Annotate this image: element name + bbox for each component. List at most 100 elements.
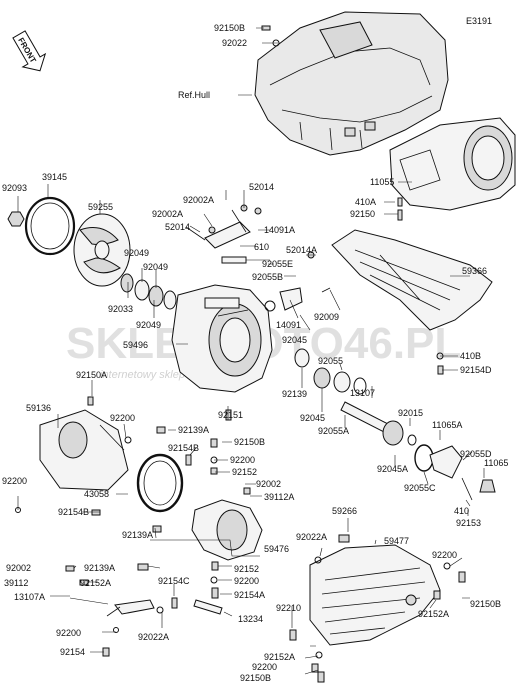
part-label: 59477 bbox=[384, 536, 409, 546]
part-label: 92150 bbox=[350, 209, 375, 219]
drive-shaft bbox=[340, 401, 417, 446]
pump-case bbox=[171, 284, 273, 393]
part-labels: E3191 92150B 92022 Ref.Hull 11055 410A 9… bbox=[2, 16, 508, 683]
part-label: 92045 bbox=[282, 335, 307, 345]
part-label: 14091A bbox=[264, 225, 295, 235]
part-label: 92049 bbox=[143, 262, 168, 272]
part-label: 410B bbox=[460, 351, 481, 361]
part-label: 92154B bbox=[58, 507, 89, 517]
leader-lines bbox=[17, 27, 485, 675]
part-label: 59266 bbox=[332, 506, 357, 516]
part-label: 92150B bbox=[234, 437, 265, 447]
part-label: 92154C bbox=[158, 576, 190, 586]
diagram-code: E3191 bbox=[466, 16, 492, 26]
hull-reference bbox=[254, 11, 449, 156]
steering-nozzle bbox=[191, 499, 263, 561]
part-label: 92049 bbox=[124, 248, 149, 258]
part-label: 92200 bbox=[432, 550, 457, 560]
part-label: 92150B bbox=[240, 673, 271, 683]
part-label: 92002 bbox=[6, 563, 31, 573]
hardware bbox=[15, 25, 466, 683]
part-label: 92002 bbox=[256, 479, 281, 489]
part-label: 92055E bbox=[262, 259, 293, 269]
part-label: 59496 bbox=[123, 340, 148, 350]
part-label: 39112 bbox=[4, 578, 28, 588]
part-label: 92150B bbox=[470, 599, 501, 609]
part-label: 52014 bbox=[165, 222, 190, 232]
part-label: 92152A bbox=[80, 578, 111, 588]
part-label: 92154A bbox=[234, 590, 265, 600]
ring-43058 bbox=[136, 453, 184, 513]
part-label: 14091 bbox=[276, 320, 301, 330]
outlet-nozzle bbox=[39, 409, 129, 491]
part-label: 92152A bbox=[418, 609, 449, 619]
part-label: 59476 bbox=[264, 544, 289, 554]
part-label: 39145 bbox=[42, 172, 67, 182]
part-label: 92154 bbox=[60, 647, 85, 657]
part-label: 92152 bbox=[234, 564, 259, 574]
intake-housing bbox=[389, 117, 516, 211]
part-label: 92154D bbox=[460, 365, 492, 375]
shaft-bearings bbox=[294, 348, 367, 395]
part-label: 92049 bbox=[136, 320, 161, 330]
part-label: 92022A bbox=[296, 532, 327, 542]
part-label: 13107 bbox=[350, 388, 375, 398]
part-label: 92015 bbox=[398, 408, 423, 418]
part-label: 92151 bbox=[218, 410, 243, 420]
part-label: 11065A bbox=[432, 420, 462, 430]
part-label: 92022A bbox=[138, 632, 169, 642]
part-label: 92153 bbox=[456, 518, 481, 528]
part-label: 92022 bbox=[222, 38, 247, 48]
part-label: 92200 bbox=[230, 455, 255, 465]
part-label: 92093 bbox=[2, 183, 27, 193]
part-label: 92200 bbox=[110, 413, 135, 423]
part-label: 52014A bbox=[286, 245, 317, 255]
part-label: 59136 bbox=[26, 403, 51, 413]
part-label: 11065 bbox=[484, 458, 508, 468]
part-label: 13107A bbox=[14, 592, 45, 602]
part-label: 410A bbox=[355, 197, 376, 207]
part-label: 92150A bbox=[76, 370, 107, 380]
part-label: 92152 bbox=[232, 467, 257, 477]
part-label: 92154B bbox=[168, 443, 199, 453]
part-label: 11055 bbox=[370, 177, 394, 187]
part-label: 92002A bbox=[183, 195, 214, 205]
part-label: 92139A bbox=[84, 563, 115, 573]
part-label: 92055B bbox=[252, 272, 283, 282]
part-label: 92200 bbox=[252, 662, 277, 672]
part-label: 92200 bbox=[56, 628, 81, 638]
part-label: 610 bbox=[254, 242, 269, 252]
part-label: 92139 bbox=[282, 389, 307, 399]
part-label: 39112A bbox=[264, 492, 294, 502]
part-label: Ref.Hull bbox=[178, 90, 210, 100]
reverse-lever bbox=[106, 563, 223, 617]
part-label: 52014 bbox=[249, 182, 274, 192]
impeller bbox=[73, 213, 131, 287]
part-label: 13234 bbox=[238, 614, 263, 624]
part-label: 43058 bbox=[84, 489, 109, 499]
pump-cap bbox=[414, 444, 496, 501]
part-label: 92139A bbox=[178, 425, 209, 435]
part-label: 92045 bbox=[300, 413, 325, 423]
steering-bracket bbox=[185, 204, 262, 264]
front-arrow: FRONT bbox=[12, 30, 47, 72]
part-label: 92002A bbox=[152, 209, 183, 219]
part-label: 92055D bbox=[460, 449, 492, 459]
part-label: 92150B bbox=[214, 23, 245, 33]
intake-grate bbox=[331, 229, 493, 331]
part-label: 59255 bbox=[88, 202, 113, 212]
part-label: 92200 bbox=[2, 476, 27, 486]
part-label: 92139A bbox=[122, 530, 153, 540]
part-label: 92055A bbox=[318, 426, 349, 436]
part-label: 92210 bbox=[276, 603, 301, 613]
part-label: 92009 bbox=[314, 312, 339, 322]
part-label: 92200 bbox=[234, 576, 259, 586]
part-label: 59366 bbox=[462, 266, 487, 276]
part-label: 410 bbox=[454, 506, 469, 516]
part-label: 92033 bbox=[108, 304, 133, 314]
part-label: 92045A bbox=[377, 464, 408, 474]
part-label: 92055 bbox=[318, 356, 343, 366]
reverse-bucket bbox=[309, 534, 441, 646]
wear-ring bbox=[24, 196, 76, 256]
